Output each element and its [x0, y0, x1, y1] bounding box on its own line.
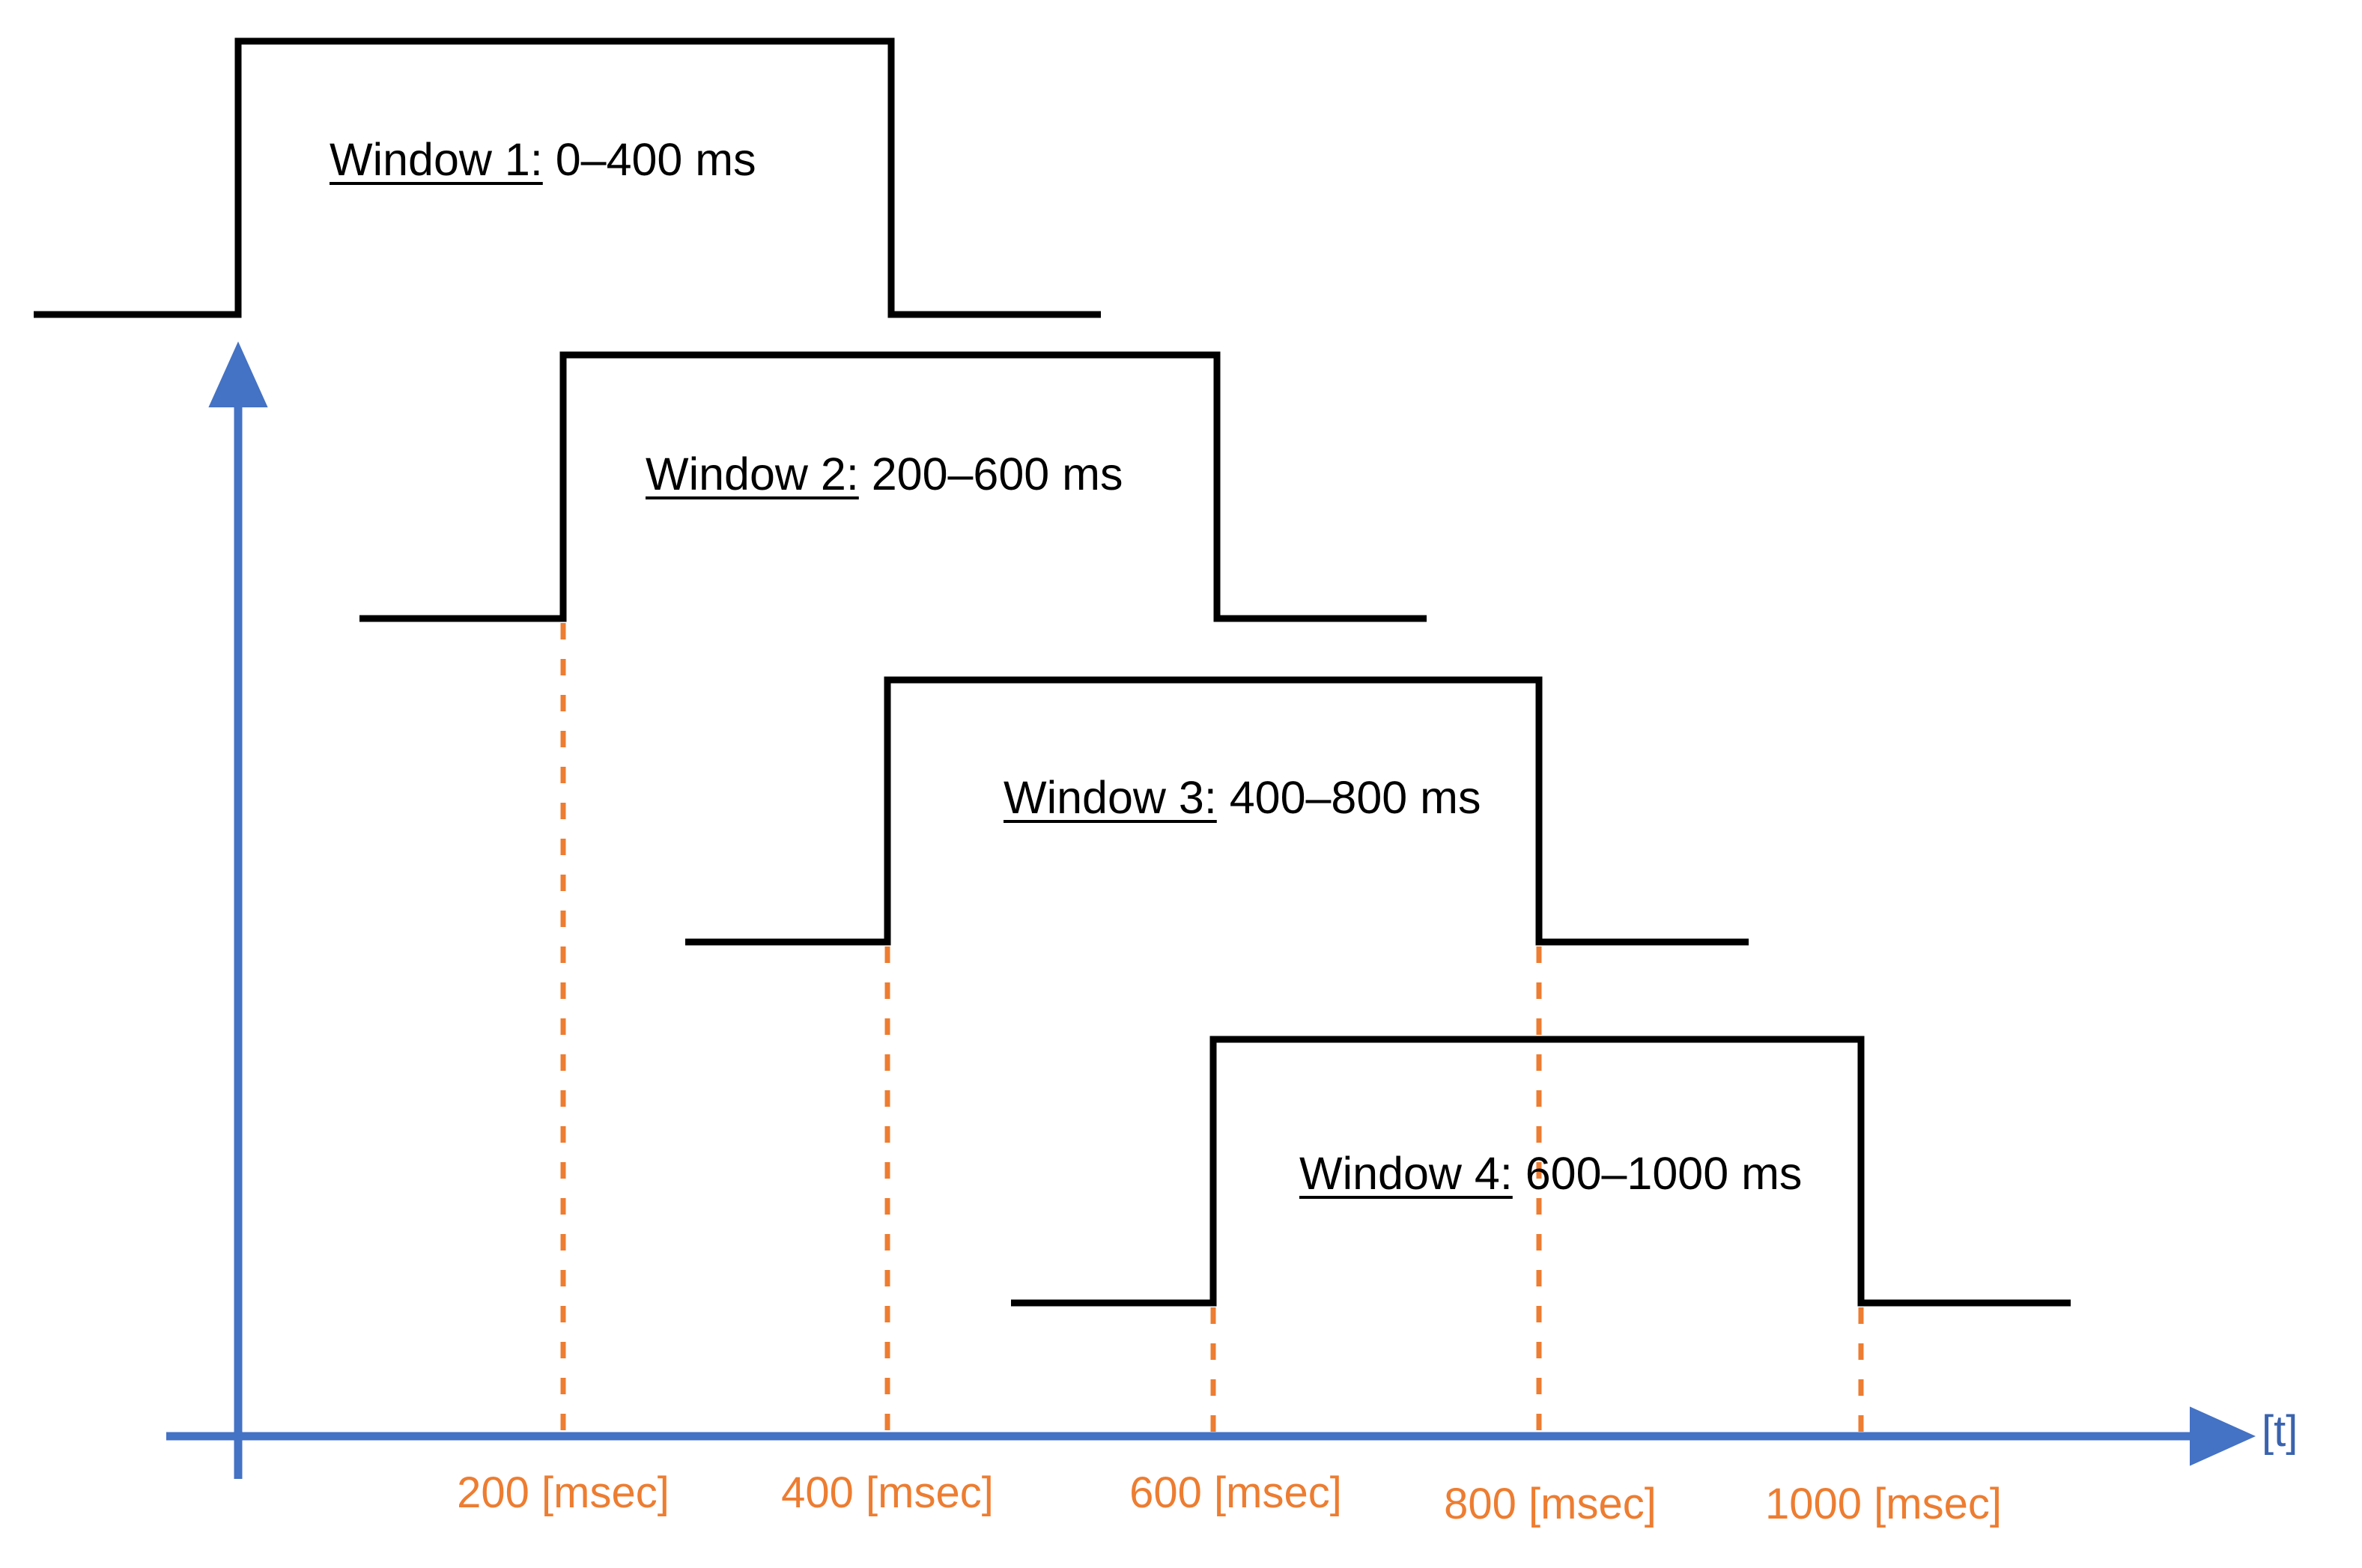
- window-4-label-range: 600–1000 ms: [1512, 1148, 1803, 1199]
- window-4-label-name: Window 4:: [1299, 1148, 1513, 1199]
- window-3-label: Window 3: 400–800 ms: [1004, 771, 1481, 824]
- tick-label-200: 200 [msec]: [457, 1468, 670, 1517]
- window-3-pulse-trace: [685, 676, 1749, 946]
- tick-label-1000: 1000 [msec]: [1765, 1480, 2002, 1528]
- window-3-label-name: Window 3:: [1004, 772, 1217, 823]
- tick-label-600: 600 [msec]: [1129, 1468, 1342, 1517]
- window-4-label: Window 4: 600–1000 ms: [1299, 1147, 1802, 1200]
- window-1-label: Window 1: 0–400 ms: [330, 133, 756, 186]
- tick-label-400: 400 [msec]: [781, 1468, 994, 1517]
- window-1-pulse-trace: [34, 37, 1101, 318]
- window-3-label-range: 400–800 ms: [1216, 772, 1481, 823]
- window-2-label-range: 200–600 ms: [858, 449, 1123, 499]
- window-2-pulse-trace: [359, 351, 1427, 622]
- window-2-label: Window 2: 200–600 ms: [646, 448, 1123, 500]
- window-1-label-range: 0–400 ms: [542, 134, 756, 185]
- window-2-label-name: Window 2:: [646, 449, 859, 499]
- window-4-pulse-trace: [1011, 1036, 2071, 1307]
- time-axis-label: [t]: [2262, 1407, 2298, 1456]
- window-1-label-name: Window 1:: [330, 134, 543, 185]
- tick-label-800: 800 [msec]: [1444, 1480, 1657, 1528]
